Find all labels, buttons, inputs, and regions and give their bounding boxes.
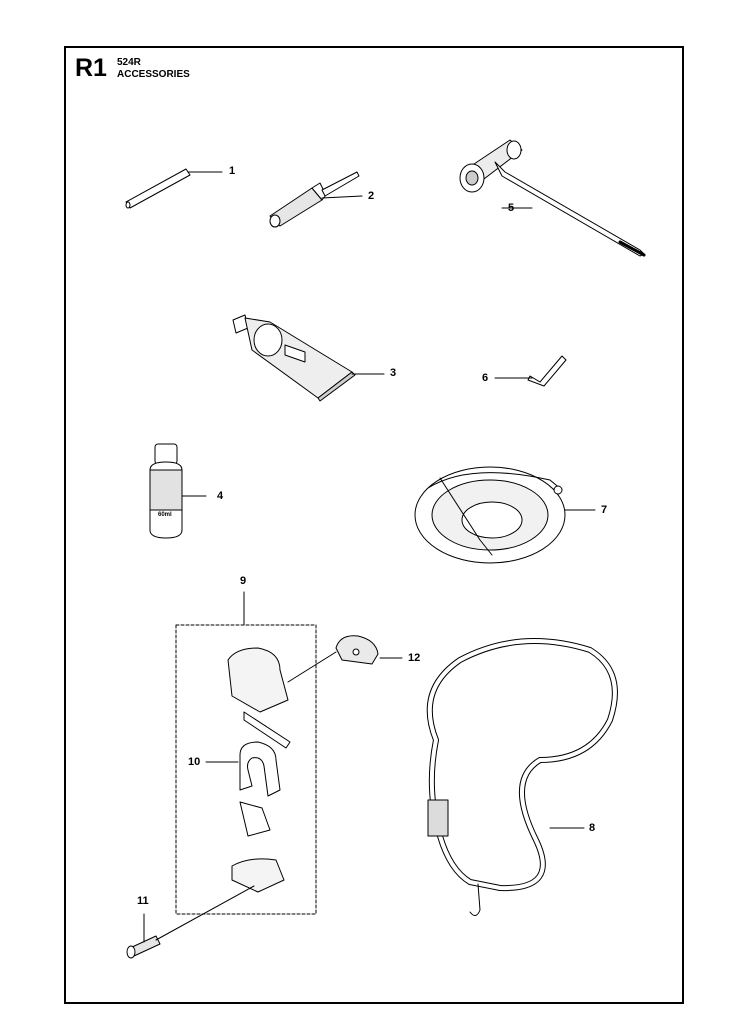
section-code: R1 [75,54,107,82]
bracket-kit-icon [175,591,317,915]
drawing-frame [64,46,684,1004]
nut-icon [287,635,403,683]
page-title: ACCESSORIES [117,69,190,80]
harness-strap-icon [426,638,618,916]
callout-8: 8 [589,822,596,834]
bottle-label: 60ml [158,512,172,518]
transport-guard-icon [414,466,596,564]
callout-4: 4 [217,490,224,502]
callout-11: 11 [137,895,149,907]
combination-wrench-icon [459,139,646,257]
callout-5: 5 [508,202,515,214]
callout-2: 2 [368,190,375,202]
hex-key-icon [494,355,567,387]
screwdriver-icon [269,171,363,228]
callout-1: 1 [229,165,236,177]
loop-bracket-icon [205,741,281,797]
oil-bottle-icon [149,443,207,539]
screw-icon [126,885,255,959]
callout-3: 3 [390,367,397,379]
grease-tube-icon [232,314,385,402]
model-name: 524R [117,57,141,68]
pin-icon [125,168,223,209]
callout-7: 7 [601,504,608,516]
callout-9: 9 [240,575,247,587]
callout-10: 10 [188,756,201,768]
callout-12: 12 [408,652,421,664]
callout-6: 6 [482,372,489,384]
